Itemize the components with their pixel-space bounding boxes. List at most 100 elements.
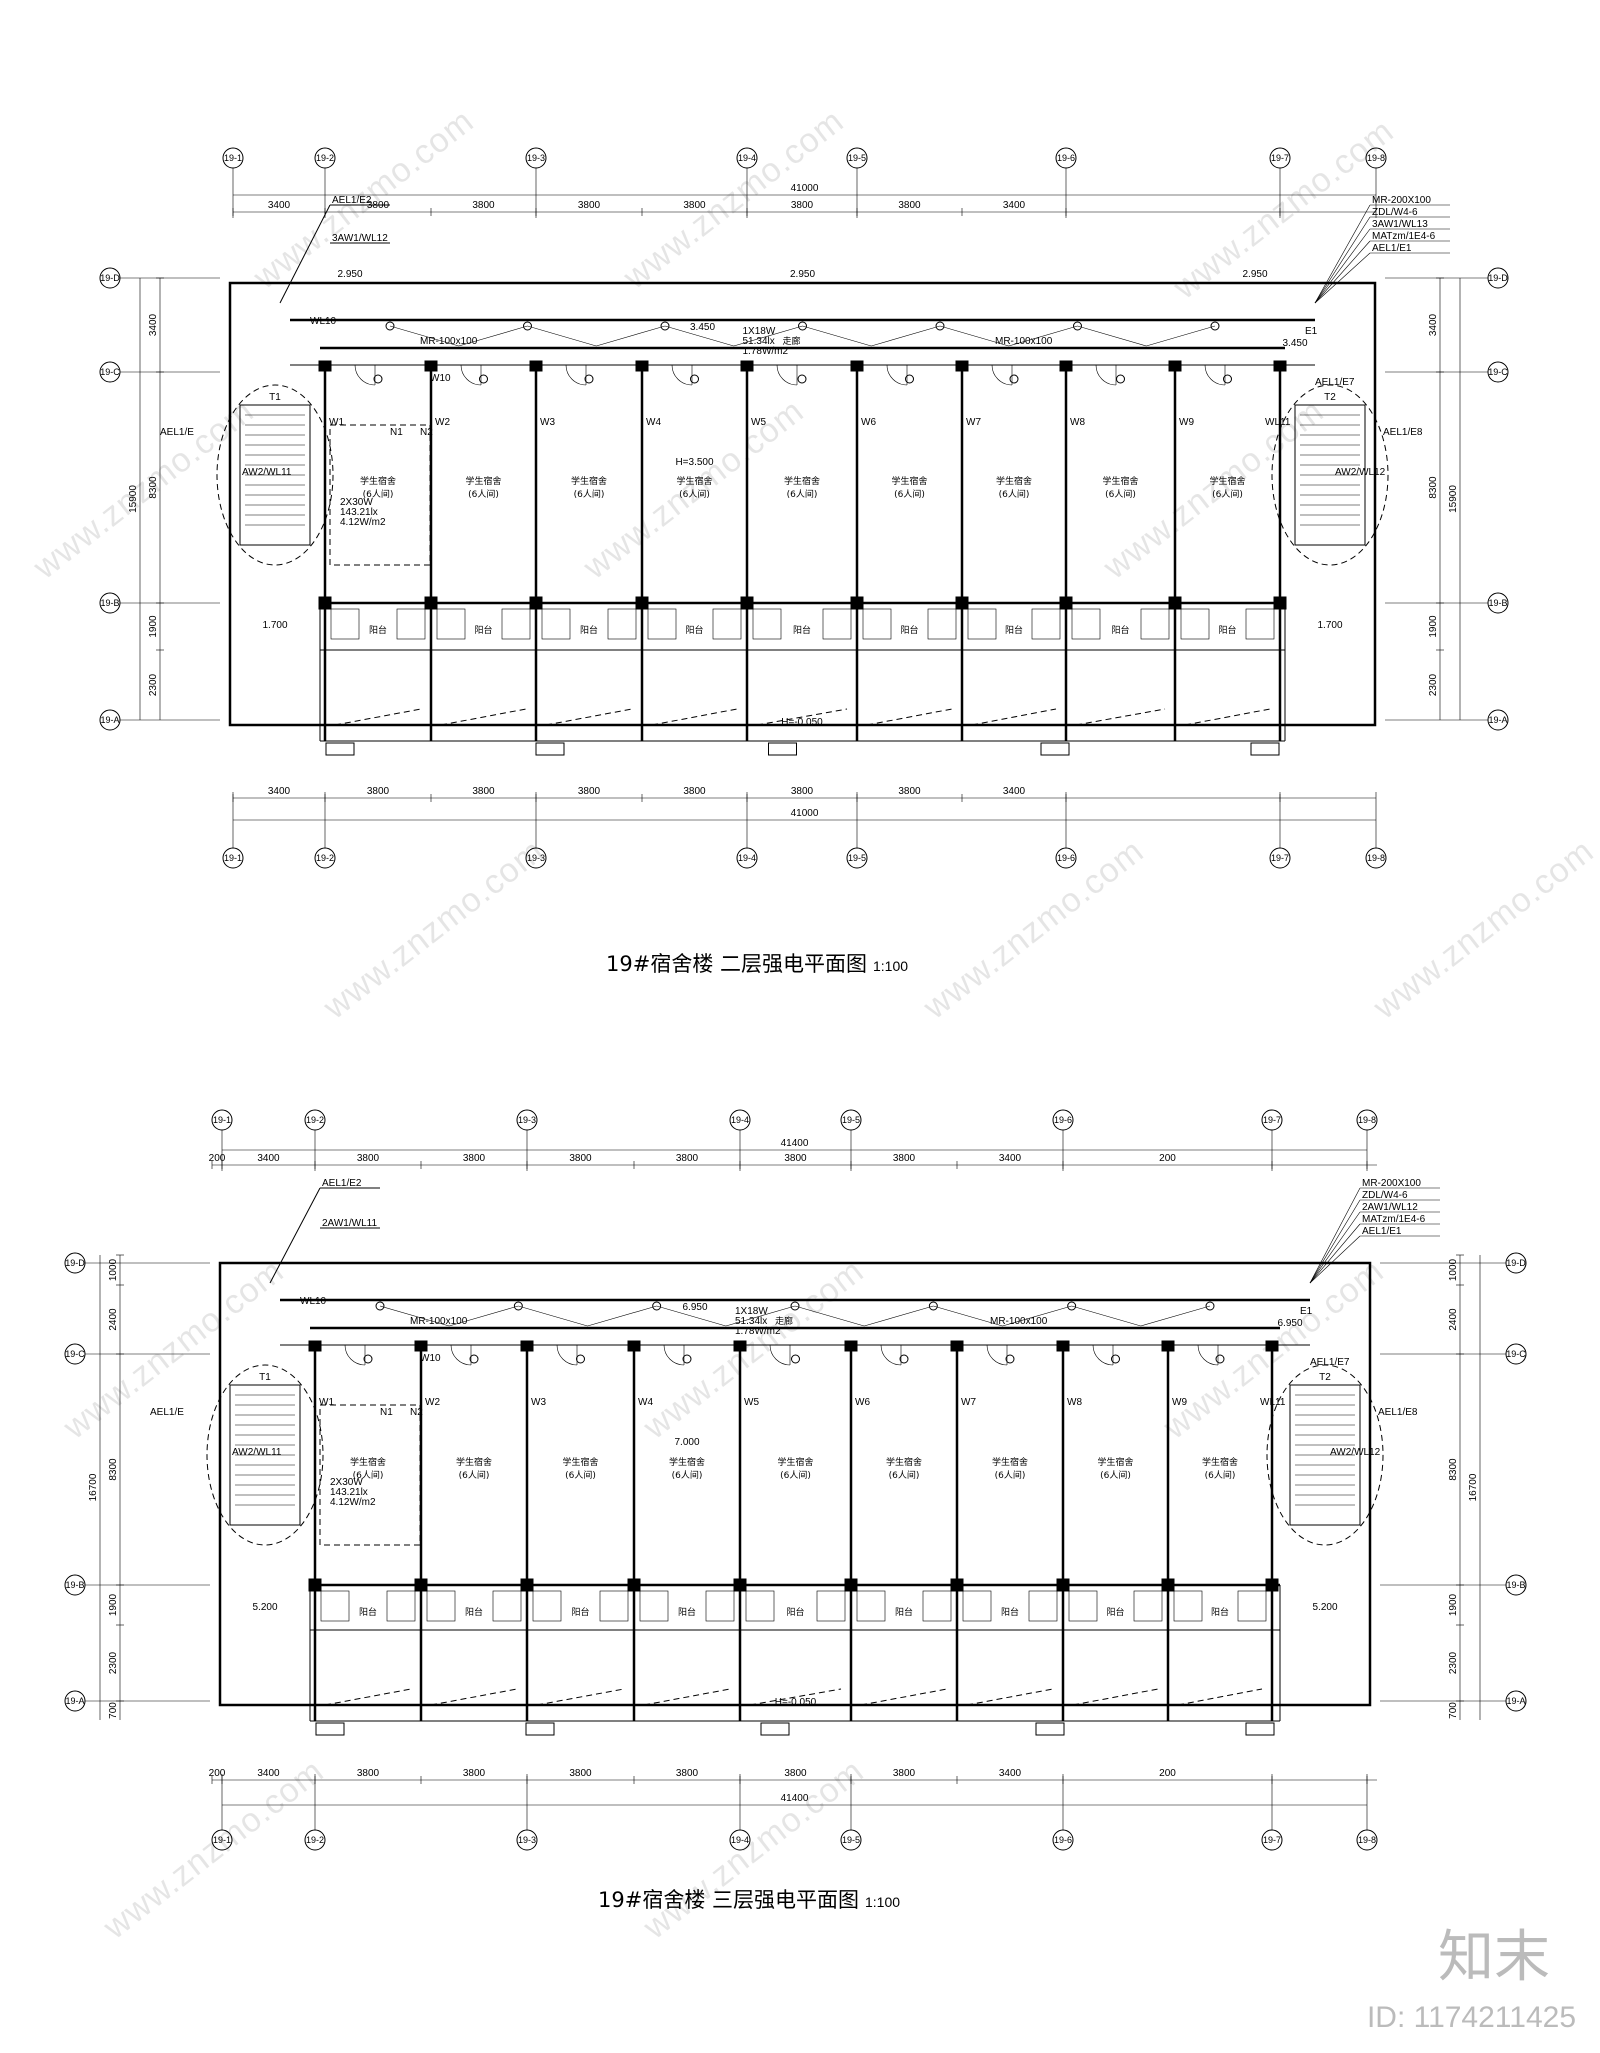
- circuit-line: [596, 325, 666, 347]
- room-capacity: (6人间): [1205, 1469, 1236, 1481]
- lamp-icon: [791, 1354, 800, 1364]
- circuit-label: WL10: [310, 316, 337, 327]
- axis-label: 19-5: [842, 1115, 860, 1125]
- lamp-power-density: 1.78W/m2: [743, 346, 789, 357]
- panel-label: MATzm/1E4-6: [1372, 231, 1436, 242]
- circuit-line: [939, 325, 1009, 347]
- axis-label: 19-C: [1506, 1349, 1526, 1359]
- column: [1273, 360, 1287, 372]
- axis-label: 19-1: [224, 153, 242, 163]
- dimension-value: 2300: [108, 1651, 119, 1674]
- dimension-value: 3800: [784, 1153, 807, 1164]
- elevation-mark: 2.950: [790, 269, 815, 280]
- circuit-label: W7: [961, 1397, 976, 1408]
- panel-label: MR-200X100: [1372, 195, 1431, 206]
- circuit-label: W8: [1067, 1397, 1082, 1408]
- panel-label: AW2/WL11: [242, 467, 292, 478]
- dimension-value: 3800: [676, 1768, 699, 1779]
- axis-label: 19-8: [1367, 853, 1385, 863]
- room-name: 学生宿舍: [992, 1456, 1028, 1468]
- cable-tray-label: MR-100x100: [410, 1316, 468, 1327]
- circuit-line: [1140, 1305, 1211, 1327]
- circuit-line: [536, 1688, 625, 1706]
- circuit-line: [334, 708, 422, 726]
- door-swing: [565, 364, 587, 386]
- door-swing: [354, 364, 376, 386]
- circuit-line: [1177, 1688, 1263, 1706]
- bathroom-fixture: [822, 608, 852, 640]
- floor-plan-3f: 19-119-119-219-219-319-319-419-419-519-5…: [64, 1109, 1527, 1851]
- bathroom-fixture: [436, 608, 466, 640]
- panel-label: AEL1/E2: [332, 195, 372, 206]
- panel-label: ZDL/W4-6: [1372, 207, 1418, 218]
- column: [529, 596, 543, 610]
- door-swing: [886, 364, 908, 386]
- leader-line: [1314, 228, 1371, 304]
- elevation-mark: H=-0.050: [781, 717, 823, 728]
- balcony-label: 阳台: [1005, 624, 1023, 636]
- lamp-spec: 2X30W: [340, 497, 373, 508]
- axis-label: 19-7: [1271, 853, 1289, 863]
- leader-line: [1314, 204, 1371, 304]
- bathroom-fixture: [816, 1590, 846, 1622]
- panel-label: AEL1/E7: [1315, 377, 1355, 388]
- axis-label: 19-B: [100, 598, 119, 608]
- circuit-line: [664, 325, 734, 347]
- axis-label: 19-2: [316, 853, 334, 863]
- lamp-icon: [1009, 374, 1019, 384]
- axis-label: 19-1: [213, 1115, 231, 1125]
- panel-label: 2AW1/WL12: [1362, 1202, 1418, 1213]
- door-swing: [1095, 364, 1117, 386]
- dimension-value: 1000: [1448, 1258, 1459, 1281]
- elevation-mark: 3.450: [690, 322, 715, 333]
- stair-label: T2: [1324, 392, 1336, 403]
- circuit-label: W2: [435, 417, 450, 428]
- dimension-total: 15900: [128, 485, 139, 513]
- circuit-label: N2: [420, 427, 433, 438]
- column: [955, 596, 969, 610]
- axis-label: 19-6: [1057, 853, 1075, 863]
- column: [414, 1578, 428, 1592]
- axis-label: 19-C: [65, 1349, 85, 1359]
- axis-label: 19-C: [100, 367, 120, 377]
- balcony-label: 阳台: [580, 624, 598, 636]
- circuit-label: W10: [420, 1353, 441, 1364]
- panel-label: AEL1/E8: [1378, 1407, 1418, 1418]
- panel-label: MR-200X100: [1362, 1178, 1421, 1189]
- axis-label: 19-A: [1488, 715, 1507, 725]
- bathroom-fixture: [712, 608, 742, 640]
- floor-plan-2f: 19-119-119-219-219-319-319-419-419-519-5…: [99, 147, 1509, 869]
- column: [414, 1340, 428, 1352]
- circuit-line: [802, 325, 872, 347]
- panel-label: AEL1/E7: [1310, 1357, 1350, 1368]
- bathroom-fixture: [1140, 608, 1170, 640]
- axis-label: 19-A: [65, 1696, 84, 1706]
- elevation-mark: 2.950: [1242, 269, 1267, 280]
- axis-label: 19-1: [213, 1835, 231, 1845]
- lamp-icon: [523, 321, 532, 331]
- panel-label: AEL1/E: [160, 427, 194, 438]
- bathroom-fixture: [1071, 608, 1101, 640]
- panel-label: 3AW1/WL13: [1372, 219, 1428, 230]
- circuit-line: [389, 325, 459, 347]
- room-capacity: (6人间): [787, 488, 818, 500]
- door-swing: [663, 1344, 685, 1366]
- rainwater-box: [525, 1722, 555, 1736]
- column: [733, 1578, 747, 1592]
- bathroom-fixture: [541, 608, 571, 640]
- lamp-icon: [1005, 1354, 1015, 1364]
- elevation-mark: H=-0.050: [775, 1697, 817, 1708]
- circuit-line: [1075, 708, 1166, 726]
- lamp-power-density: 4.12W/m2: [340, 517, 386, 528]
- circuit-label: N1: [390, 427, 403, 438]
- dimension-value: 3400: [1003, 786, 1026, 797]
- bathroom-fixture: [1031, 608, 1061, 640]
- bathroom-fixture: [962, 1590, 992, 1622]
- lamp-icon: [513, 1301, 523, 1311]
- panel-label: AEL1/E2: [322, 1178, 362, 1189]
- rainwater-box: [768, 742, 797, 756]
- circuit-label: W5: [751, 417, 766, 428]
- dimension-value: 3800: [898, 786, 921, 797]
- circuit-label: WL11: [1265, 417, 1291, 428]
- circuit-label: W5: [744, 1397, 759, 1408]
